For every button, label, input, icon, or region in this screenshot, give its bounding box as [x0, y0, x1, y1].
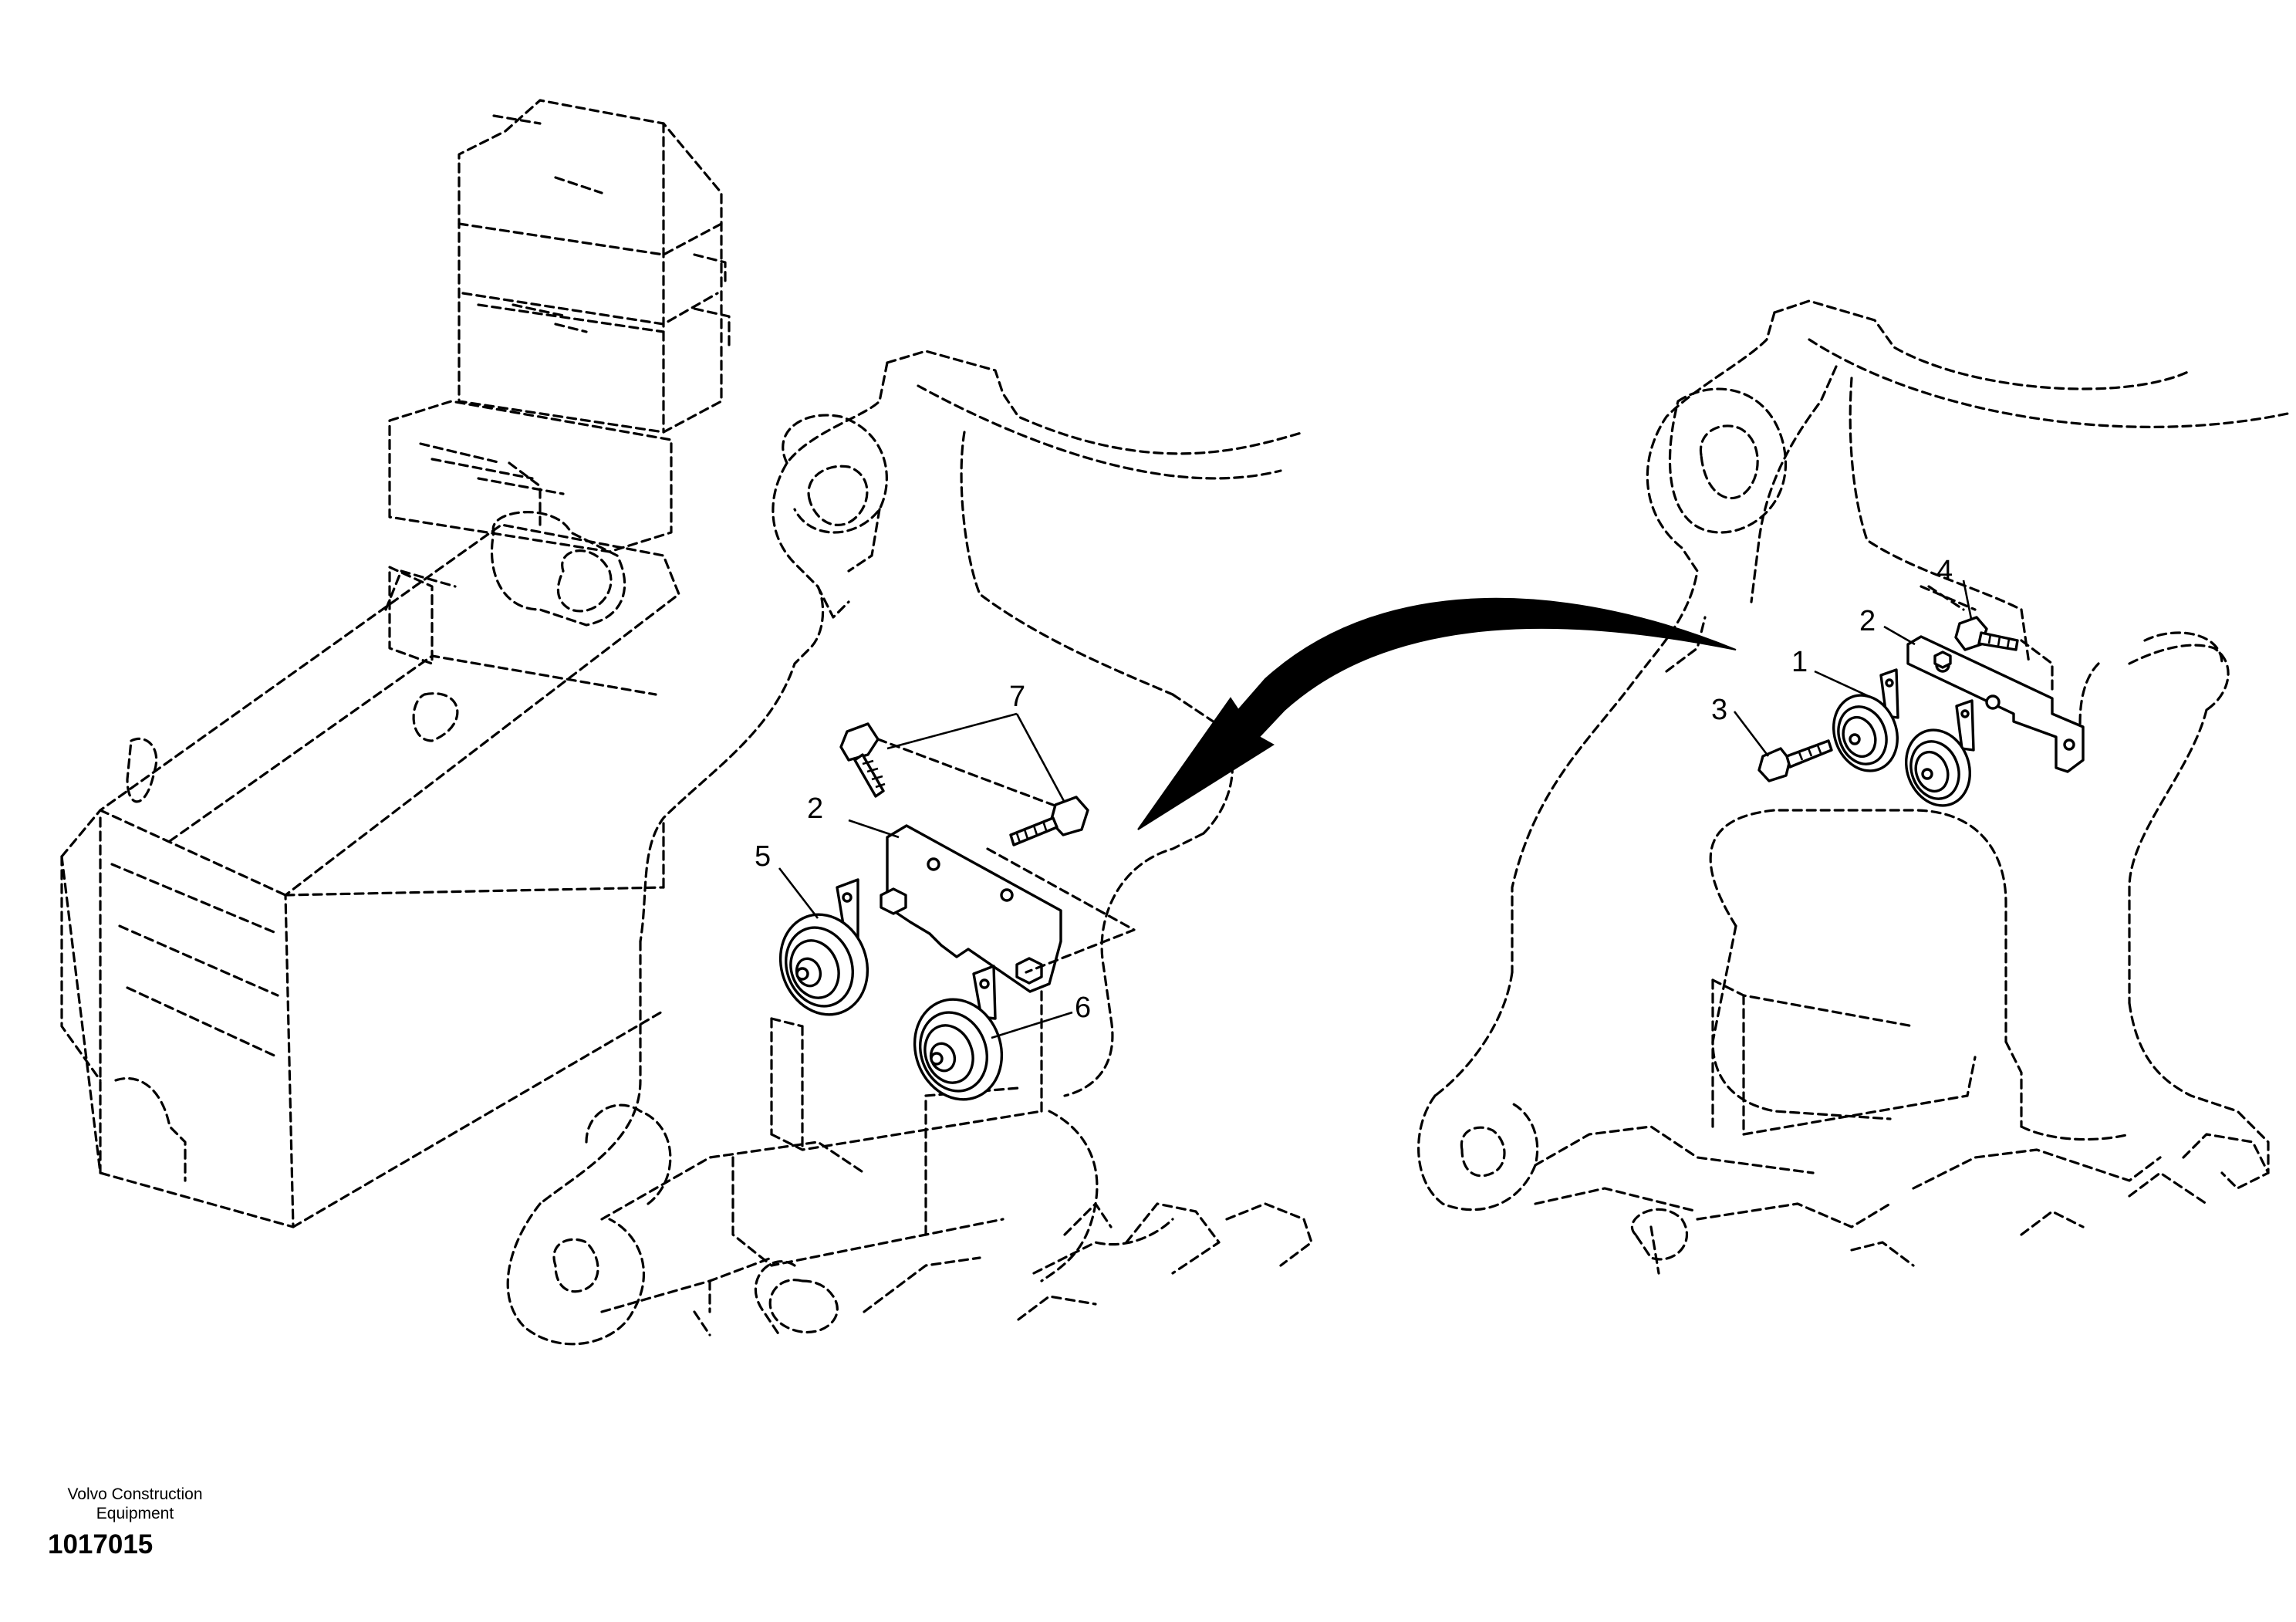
callout-1-right: 1: [1791, 646, 1808, 678]
horn-left: [778, 878, 869, 1016]
bolt-lower: [1009, 796, 1089, 846]
curved-arrow-icon: [1137, 597, 1737, 830]
manufacturer-caption: Volvo Construction Equipment: [31, 1485, 239, 1523]
leader-lines: [778, 580, 1973, 1039]
callout-2-right: 2: [1859, 605, 1876, 637]
right-horn-assembly: [1757, 585, 2085, 807]
caption-line-1: Volvo Construction: [67, 1485, 203, 1503]
horn-right-view-1: [1832, 668, 1899, 772]
callout-labels: 7 2 5 6 1 2 3 4: [755, 555, 1953, 1024]
caption-line-2: Equipment: [96, 1505, 174, 1522]
left-structure-outline: [60, 99, 1313, 1346]
callout-3-right: 3: [1711, 694, 1727, 726]
bolt-upper: [839, 722, 886, 798]
callout-7: 7: [1009, 681, 1025, 713]
left-horn-assembly: [778, 722, 1136, 1101]
callout-6: 6: [1075, 992, 1091, 1024]
bolt-4: [1954, 616, 2019, 651]
screw-3: [1757, 739, 1833, 782]
callout-5: 5: [755, 840, 771, 873]
callout-4-right: 4: [1936, 555, 1953, 587]
figure-number: 1017015: [48, 1529, 154, 1559]
horn-right-view-2: [1905, 699, 1975, 807]
callout-2-left: 2: [807, 792, 823, 825]
right-structure-outline: [1417, 299, 2293, 1275]
